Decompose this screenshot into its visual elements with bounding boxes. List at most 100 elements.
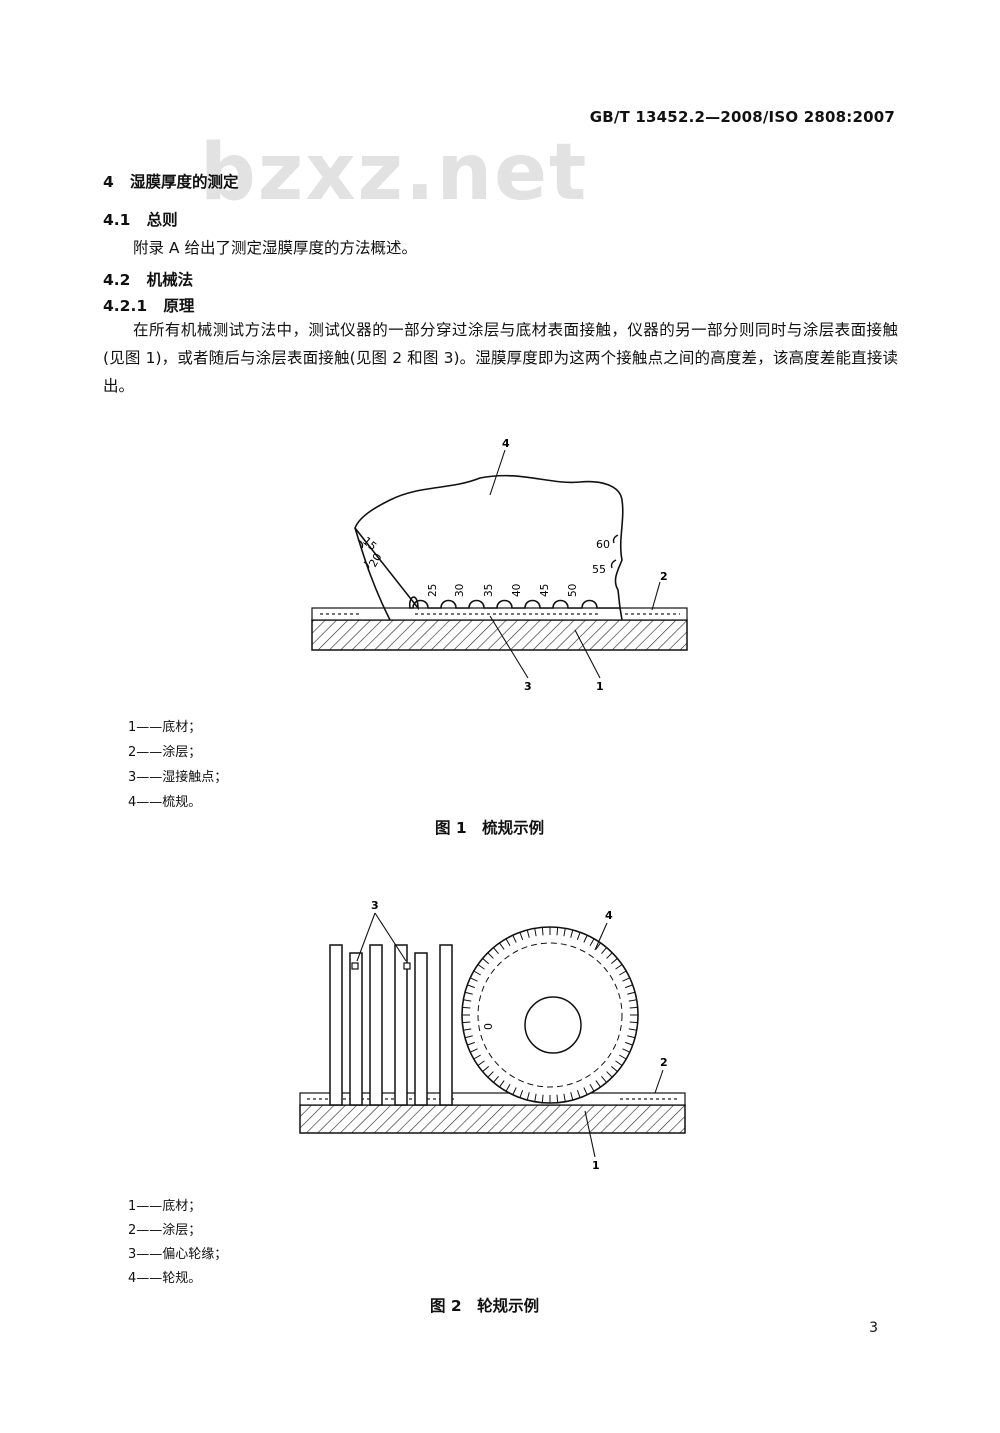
wheel-tick xyxy=(473,970,481,976)
section-title: 原理 xyxy=(163,297,195,315)
wheel-tick xyxy=(463,1028,472,1031)
wheel-tick xyxy=(595,1080,601,1088)
wheel-tick xyxy=(473,1054,481,1060)
section-number: 4.2 xyxy=(103,271,131,289)
wheel-tick xyxy=(519,932,524,940)
eccentric-rims xyxy=(329,944,453,1106)
wheel-tick xyxy=(526,929,530,938)
wheel-tick xyxy=(462,1006,471,1009)
fig1-legend-4: 4——梳规。 xyxy=(128,795,202,810)
wheel-tick xyxy=(493,947,499,955)
section-number: 4.1 xyxy=(103,211,131,229)
fig1-legend-1: 1——底材； xyxy=(128,720,202,735)
wheel-tick xyxy=(462,1021,471,1024)
wheel-tick xyxy=(576,932,581,940)
section-4-2-1-text: 在所有机械测试方法中，测试仪器的一部分穿过涂层与底材表面接触，仪器的另一部分则同… xyxy=(103,321,898,395)
fig2-legend-4: 4——轮规。 xyxy=(128,1271,202,1286)
section-number: 4.2.1 xyxy=(103,297,148,315)
wheel-tick xyxy=(470,1048,478,1053)
wheel-tick xyxy=(470,977,478,982)
wheel-tick xyxy=(463,999,472,1002)
wheel-tick xyxy=(601,1075,607,1083)
wheel-tick xyxy=(534,1093,537,1102)
wheel-tick xyxy=(622,1048,630,1053)
fig2-legend-3: 3——偏心轮缘； xyxy=(128,1247,228,1262)
wheel-tick xyxy=(505,938,511,946)
scale-label-right-bottom: 55 xyxy=(592,563,606,576)
wheel-tick xyxy=(619,970,627,976)
tooth-label: 40 xyxy=(511,584,523,597)
section-4-2-heading: 4.2 机械法 xyxy=(103,268,193,290)
tooth-label: 35 xyxy=(483,584,495,597)
wheel-tick xyxy=(610,1066,618,1072)
wheel-tick xyxy=(629,1006,638,1009)
comb-gauge-body xyxy=(354,474,624,611)
callout-1: 1 xyxy=(596,680,604,693)
section-4-2-1-heading: 4.2.1 原理 xyxy=(103,294,194,316)
tooth-label: 25 xyxy=(427,584,439,597)
callout-3: 3 xyxy=(524,680,532,693)
scale-label-left-bottom: 20 xyxy=(366,551,384,570)
wheel-tick xyxy=(487,1071,494,1078)
callout-4: 4 xyxy=(605,909,613,922)
fig2-legend-2: 2——涂层； xyxy=(128,1223,202,1238)
wheel-tick xyxy=(505,1084,511,1092)
fig2-legend-1: 1——底材； xyxy=(128,1199,202,1214)
wheel-tick xyxy=(464,991,473,995)
page-number: 3 xyxy=(869,1320,878,1336)
wheel-tick xyxy=(534,928,537,937)
wheel-tick xyxy=(595,942,601,950)
wheel-tick xyxy=(512,935,517,943)
tooth-label: 50 xyxy=(567,584,579,597)
callout-3: 3 xyxy=(371,899,379,912)
wheel-tick xyxy=(467,984,475,989)
wheel-tick xyxy=(526,1092,530,1101)
section-title: 总则 xyxy=(146,211,178,229)
wheel-tick xyxy=(625,1041,633,1046)
wheel-tick xyxy=(606,952,613,959)
wheel-tick xyxy=(622,977,630,982)
wheel-tick xyxy=(589,1084,595,1092)
figure-1-caption: 图 1 梳规示例 xyxy=(435,819,545,837)
callout-2: 2 xyxy=(660,1056,668,1069)
wheel-tick xyxy=(556,927,559,936)
wheel-tick xyxy=(570,1092,574,1101)
watermark: bzxz.net xyxy=(200,128,589,218)
callout-4: 4 xyxy=(502,437,510,450)
wheel: 0 xyxy=(461,926,639,1104)
wheel-tick xyxy=(512,1087,517,1095)
fig1-legend-3: 3——湿接触点； xyxy=(128,770,228,785)
tooth-label: 30 xyxy=(454,584,466,597)
wheel-tick xyxy=(493,1075,499,1083)
wheel-tick xyxy=(625,984,633,989)
wheel-tick xyxy=(601,947,607,955)
wheel-tick xyxy=(541,927,544,936)
wheel-tick xyxy=(615,964,623,970)
wheel-zero-label: 0 xyxy=(482,1023,495,1030)
substrate xyxy=(299,1104,686,1134)
wheel-tick xyxy=(487,952,494,959)
wheel-tick xyxy=(563,928,566,937)
wheel-tick xyxy=(619,1054,627,1060)
section-title: 机械法 xyxy=(146,271,194,289)
wheel-tick xyxy=(610,958,618,964)
callout-2: 2 xyxy=(660,570,668,583)
wheel-tick xyxy=(477,964,485,970)
section-4-1-heading: 4.1 总则 xyxy=(103,208,178,230)
tooth-label: 45 xyxy=(539,584,551,597)
wheel-tick xyxy=(499,942,505,950)
wheel-tick xyxy=(606,1071,613,1078)
callout-1: 1 xyxy=(592,1159,600,1172)
section-4-1-text: 附录 A 给出了测定湿膜厚度的方法概述。 xyxy=(133,239,417,257)
wheel-tick xyxy=(589,938,595,946)
substrate xyxy=(311,619,688,651)
wheel-tick xyxy=(576,1090,581,1098)
figure-2-wheel-gauge: 3 0 4 2 1 xyxy=(299,899,686,1172)
wheel-tick xyxy=(482,958,490,964)
wheel-tick xyxy=(629,1021,638,1024)
wheel-tick xyxy=(556,1094,559,1103)
wheel-tick xyxy=(563,1093,566,1102)
standard-code-header: GB/T 13452.2—2008/ISO 2808:2007 xyxy=(589,108,895,126)
wheel-tick xyxy=(519,1090,524,1098)
wheel-tick xyxy=(541,1094,544,1103)
